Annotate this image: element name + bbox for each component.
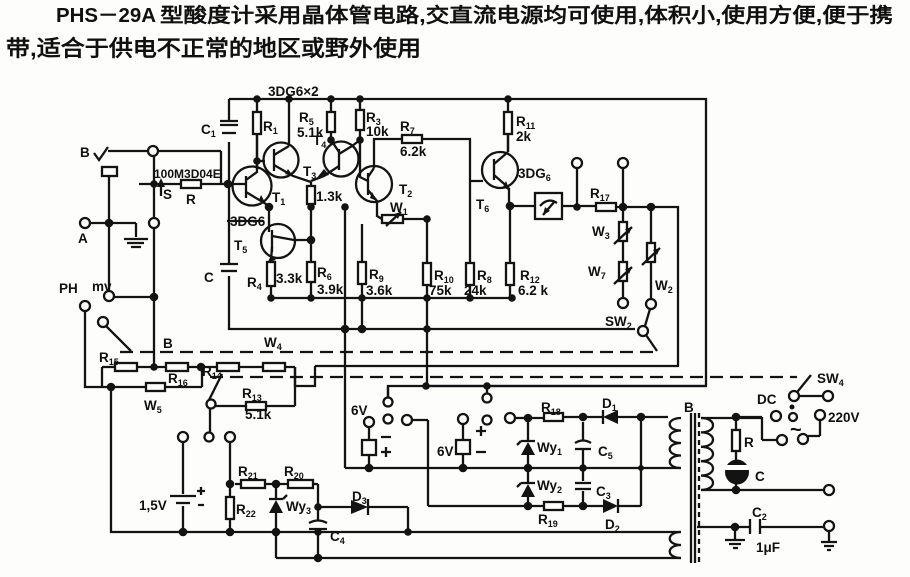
svg-text:3DG6: 3DG6 — [518, 166, 551, 183]
svg-text:带,适合于供电不正常的地区或野外使用: 带,适合于供电不正常的地区或野外使用 — [6, 36, 421, 61]
svg-text:R1: R1 — [263, 119, 278, 136]
svg-text:C1: C1 — [201, 122, 216, 139]
svg-text:W2: W2 — [655, 278, 673, 295]
svg-text:3.6k: 3.6k — [366, 283, 393, 298]
svg-text:6.2k: 6.2k — [400, 144, 427, 159]
svg-text:B: B — [684, 400, 694, 415]
svg-text:C: C — [204, 270, 214, 285]
svg-text:R: R — [186, 192, 196, 207]
svg-text:W7: W7 — [588, 264, 606, 281]
svg-text:6.2 k: 6.2 k — [518, 283, 549, 298]
svg-text:6V: 6V — [351, 403, 368, 418]
svg-text:R15: R15 — [99, 350, 119, 367]
svg-text:mv: mv — [92, 279, 112, 294]
svg-text:5.1k: 5.1k — [245, 407, 272, 422]
svg-text:R4: R4 — [247, 275, 262, 292]
svg-text:R18: R18 — [541, 400, 561, 417]
svg-text:W4: W4 — [264, 335, 282, 352]
svg-text:D1: D1 — [602, 396, 617, 413]
svg-text:PHS－29A: PHS－29A — [56, 5, 156, 27]
svg-text:型酸度计采用晶体管电路,交直流电源均可使用,体积小,使用方便: 型酸度计采用晶体管电路,交直流电源均可使用,体积小,使用方便,便于携 — [160, 3, 893, 27]
svg-text:2k: 2k — [516, 129, 532, 144]
svg-text:T6: T6 — [476, 197, 489, 214]
svg-text:R6: R6 — [317, 265, 332, 282]
svg-text:R16: R16 — [168, 371, 188, 388]
svg-text:R: R — [744, 435, 754, 450]
svg-text:C2: C2 — [752, 505, 767, 522]
svg-text:W1: W1 — [390, 200, 408, 217]
svg-text:D2: D2 — [605, 517, 620, 534]
svg-text:B: B — [80, 145, 90, 160]
svg-text:R13: R13 — [242, 386, 262, 403]
svg-text:D3: D3 — [352, 489, 367, 506]
svg-text:R19: R19 — [538, 512, 558, 529]
svg-text:6V: 6V — [437, 444, 454, 459]
svg-text:1.3k: 1.3k — [316, 189, 343, 204]
svg-text:220V: 220V — [828, 410, 860, 425]
svg-text:Wy2: Wy2 — [537, 478, 562, 495]
svg-text:R22: R22 — [236, 502, 256, 519]
svg-text:100M3D04E: 100M3D04E — [154, 167, 221, 181]
svg-text:T4: T4 — [313, 133, 326, 150]
svg-text:C5: C5 — [598, 444, 613, 461]
svg-text:B: B — [163, 336, 173, 351]
svg-text:Wy3: Wy3 — [286, 499, 311, 516]
svg-text:C3: C3 — [596, 484, 611, 501]
svg-text:T2: T2 — [399, 182, 412, 199]
svg-text:Wy1: Wy1 — [537, 440, 562, 457]
svg-text:10k: 10k — [366, 124, 389, 139]
svg-text:T1: T1 — [272, 190, 285, 207]
svg-text:R21: R21 — [238, 464, 258, 481]
svg-text:3.3k: 3.3k — [276, 271, 303, 286]
svg-text:C: C — [755, 469, 765, 484]
svg-text:T3: T3 — [303, 164, 316, 181]
svg-text:24k: 24k — [464, 283, 487, 298]
svg-text:R17: R17 — [590, 186, 610, 203]
svg-text:R7: R7 — [400, 119, 415, 136]
svg-text:~: ~ — [790, 419, 802, 441]
svg-text:A: A — [78, 231, 88, 246]
svg-text:SW4: SW4 — [817, 371, 844, 388]
svg-text:DC: DC — [757, 392, 777, 407]
svg-text:PH: PH — [59, 281, 78, 296]
svg-text:5.1k: 5.1k — [297, 125, 324, 140]
svg-text:75k: 75k — [429, 283, 452, 298]
svg-text:R20: R20 — [284, 464, 304, 481]
svg-text:T5: T5 — [234, 238, 247, 255]
svg-text:W3: W3 — [592, 224, 610, 241]
svg-text:R9: R9 — [369, 267, 384, 284]
svg-text:3DG6×2: 3DG6×2 — [268, 84, 319, 99]
svg-text:3.9k: 3.9k — [317, 282, 344, 297]
svg-text:S: S — [163, 187, 172, 202]
svg-text:SW2: SW2 — [605, 314, 632, 331]
svg-text:1,5V: 1,5V — [139, 498, 167, 513]
svg-text:1μF: 1μF — [756, 540, 780, 555]
svg-text:W5: W5 — [144, 398, 162, 415]
